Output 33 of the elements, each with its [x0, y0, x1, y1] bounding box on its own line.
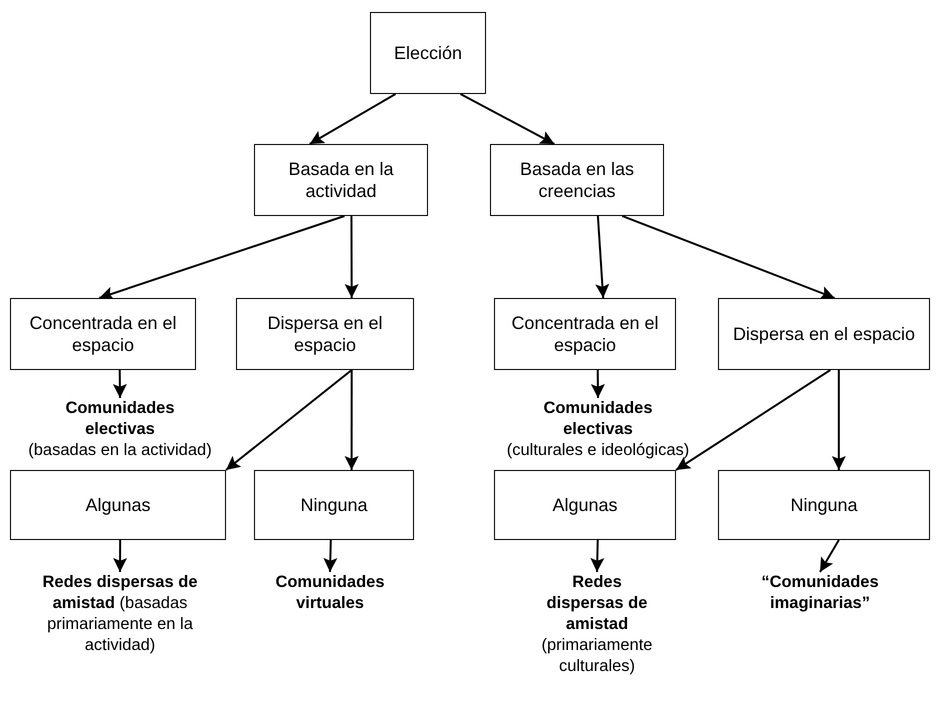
- arrow: [590, 370, 605, 398]
- result-label: “Comunidades imaginarias”: [740, 572, 900, 614]
- arrow: [225, 369, 352, 471]
- arrow: [819, 540, 840, 572]
- arrow: [622, 215, 835, 300]
- result-label: Comunidades virtuales: [260, 572, 400, 614]
- category-box: Elección: [370, 12, 486, 94]
- arrow: [112, 370, 127, 398]
- category-box: Concentrada en el espacio: [494, 298, 676, 370]
- category-box: Basada en la actividad: [254, 144, 428, 216]
- arrow: [323, 540, 338, 572]
- category-box: Ninguna: [254, 470, 414, 540]
- arrow: [344, 370, 359, 470]
- category-box: Algunas: [10, 470, 226, 540]
- arrow: [675, 369, 831, 471]
- result-label: Comunidades electivas (culturales e ideológicas): [480, 398, 716, 462]
- result-label: Redes dispersas de amistad (primariamente culturales): [520, 572, 674, 678]
- result-label: Redes dispersas de amistad (basadas primariamente en la actividad): [30, 572, 210, 656]
- category-box: Algunas: [494, 470, 676, 540]
- category-box: Dispersa en el espacio: [236, 298, 414, 370]
- arrow: [595, 216, 610, 298]
- arrow: [344, 216, 359, 298]
- arrow: [309, 93, 396, 145]
- arrow: [832, 370, 846, 470]
- category-box: Basada en las creencias: [490, 144, 664, 216]
- arrow: [113, 540, 128, 572]
- category-box: Ninguna: [718, 470, 930, 540]
- arrow: [98, 215, 345, 300]
- category-box: Dispersa en el espacio: [718, 298, 930, 370]
- category-box: Concentrada en el espacio: [10, 298, 196, 370]
- arrow: [590, 540, 604, 572]
- arrow: [460, 93, 555, 145]
- result-label: Comunidades electivas (basadas en la actividad): [2, 398, 238, 462]
